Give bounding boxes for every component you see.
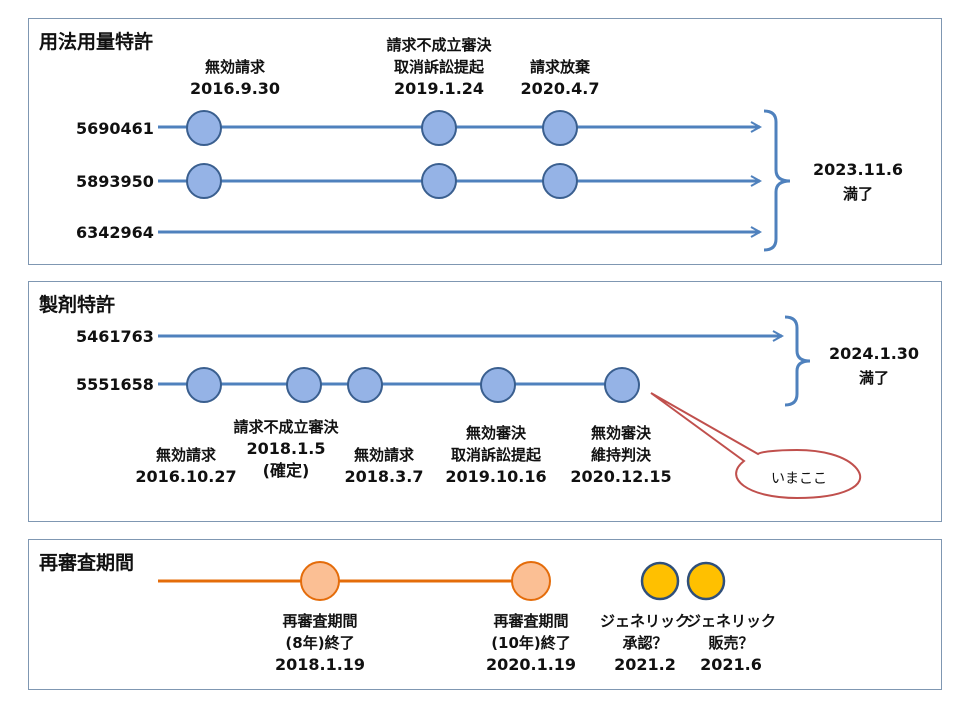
event-label: 無効審決 取消訴訟提起 2019.10.16 bbox=[445, 422, 546, 488]
expiry-label-usage: 2023.11.6 満了 bbox=[813, 158, 903, 206]
event-label: 請求不成立審決 取消訴訟提起 2019.1.24 bbox=[386, 34, 491, 100]
expiry-label-formulation: 2024.1.30 満了 bbox=[829, 342, 919, 390]
event-label: ジェネリック 販売？ 2021.6 bbox=[686, 610, 776, 676]
patent-number: 5690461 bbox=[76, 119, 146, 138]
event-label: 無効請求 2018.3.7 bbox=[345, 444, 424, 488]
formulation-patent-title: 製剤特許 bbox=[39, 290, 115, 317]
event-label: 再審査期間 (8年)終了 2018.1.19 bbox=[275, 610, 365, 676]
patent-number: 5461763 bbox=[76, 327, 146, 346]
event-label: 無効請求 2016.10.27 bbox=[135, 444, 236, 488]
event-label: 再審査期間 (10年)終了 2020.1.19 bbox=[486, 610, 576, 676]
patent-number: 6342964 bbox=[76, 223, 146, 242]
event-label: 請求放棄 2020.4.7 bbox=[521, 56, 600, 100]
usage-patent-title: 用法用量特許 bbox=[39, 27, 153, 54]
patent-number: 5893950 bbox=[76, 172, 146, 191]
event-label: 無効請求 2016.9.30 bbox=[190, 56, 280, 100]
event-label: 請求不成立審決 2018.1.5 (確定) bbox=[233, 416, 338, 482]
callout-text: いまここ bbox=[741, 468, 857, 488]
patent-number: 5551658 bbox=[76, 375, 146, 394]
event-label: 無効審決 維持判決 2020.12.15 bbox=[570, 422, 671, 488]
event-label: ジェネリック 承認？ 2021.2 bbox=[600, 610, 690, 676]
reexam-period-title: 再審査期間 bbox=[39, 548, 134, 575]
